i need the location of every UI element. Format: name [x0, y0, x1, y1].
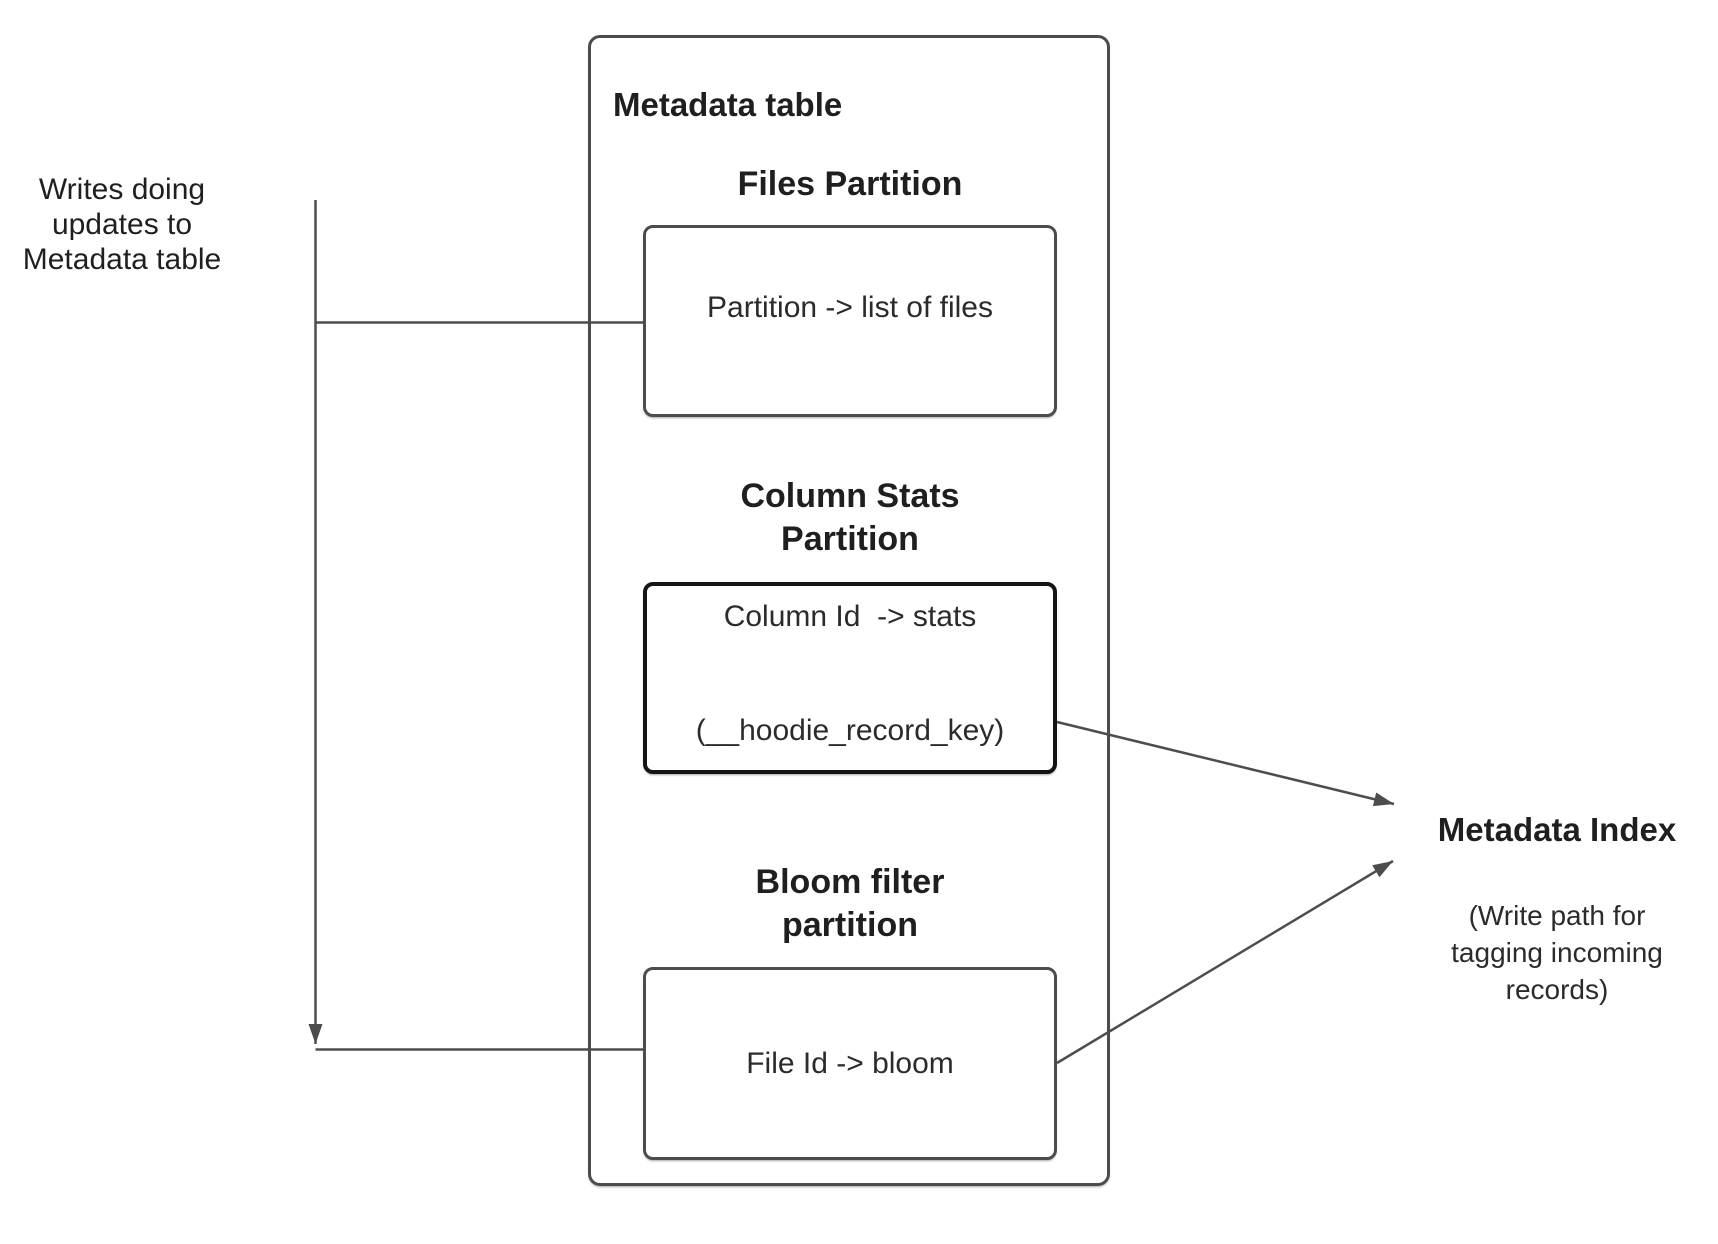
column-stats-partition-box: Column Id -> stats (__hoodie_record_key): [643, 582, 1057, 774]
files-partition-mapping: Partition -> list of files: [707, 291, 993, 324]
writes-note-line: updates to: [51, 208, 193, 241]
bloom-filter-mapping: File Id -> bloom: [746, 1046, 954, 1080]
metadata-index-subtitle-line: (Write path for: [1468, 900, 1646, 931]
writes-note-line: Metadata table: [22, 243, 222, 276]
metadata-index-title: Metadata Index: [1437, 811, 1677, 848]
column-stats-partition-heading: Column Stats Partition: [643, 475, 1057, 561]
bloom-filter-heading-line: Bloom filter: [755, 863, 945, 901]
bloom-filter-partition-box: File Id -> bloom: [643, 967, 1057, 1160]
bloom-filter-heading-line: partition: [782, 906, 918, 944]
writes-note: Writes doing updates to Metadata table: [0, 172, 244, 277]
metadata-index-subtitle-line: records): [1505, 974, 1609, 1005]
metadata-table-title: Metadata table: [613, 86, 843, 123]
bloom-filter-partition-heading: Bloom filter partition: [643, 861, 1057, 947]
column-stats-heading-line: Partition: [781, 520, 919, 558]
metadata-table-container: [588, 35, 1110, 1186]
files-partition-box: Partition -> list of files: [643, 225, 1057, 417]
metadata-index-subtitle: (Write path for tagging incoming records…: [1377, 897, 1718, 1008]
metadata-index-subtitle-line: tagging incoming: [1451, 937, 1663, 968]
files-partition-heading: Files Partition: [737, 165, 963, 203]
column-stats-mapping-line: (__hoodie_record_key): [695, 714, 1005, 747]
column-stats-heading-line: Column Stats: [740, 477, 960, 515]
column-stats-mapping-line: Column Id -> stats: [723, 600, 977, 633]
writes-note-line: Writes doing: [38, 173, 206, 206]
